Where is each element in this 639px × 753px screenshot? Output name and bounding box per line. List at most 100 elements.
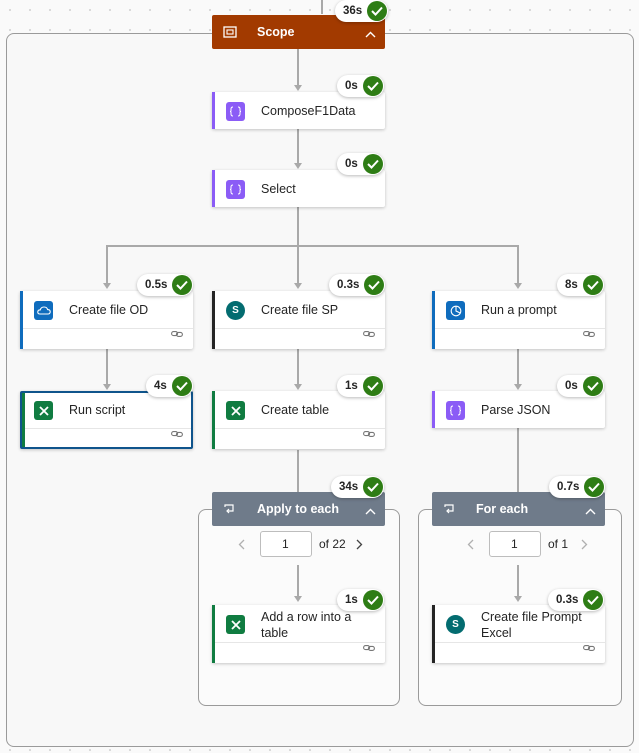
duration-label: 0.3s: [337, 279, 360, 291]
card-title: Create table: [261, 403, 330, 417]
chevron-up-icon[interactable]: [585, 504, 596, 518]
status-badge: 4s: [146, 375, 193, 397]
iteration-input[interactable]: 1: [489, 531, 541, 557]
card-accent: [22, 393, 25, 447]
check-icon: [362, 376, 383, 396]
excel-icon: [226, 615, 245, 634]
connector-line: [517, 428, 519, 492]
card-accent: [20, 291, 23, 349]
status-badge: 0.3s: [548, 589, 605, 611]
loop-title: For each: [476, 502, 529, 516]
status-badge: 1s: [337, 589, 384, 611]
status-badge: 0.3s: [329, 274, 386, 296]
card-divider: [435, 328, 605, 329]
status-badge: 1s: [337, 375, 384, 397]
check-icon: [584, 477, 605, 497]
ai-builder-icon: [446, 301, 465, 320]
connector-line: [517, 245, 519, 283]
card-title: Create file Prompt Excel: [481, 610, 582, 640]
card-accent: [212, 170, 215, 207]
select-card[interactable]: Select: [212, 170, 385, 207]
run-a-prompt-card[interactable]: Run a prompt: [432, 291, 605, 349]
scope-icon: [223, 26, 237, 41]
card-divider: [215, 428, 385, 429]
iteration-total: of 1: [548, 537, 569, 551]
chevron-left-icon[interactable]: [463, 539, 477, 550]
create-file-prompt-excel-card[interactable]: S Create file Prompt Excel: [432, 605, 605, 663]
create-file-sp-card[interactable]: S Create file SP: [212, 291, 385, 349]
check-icon: [583, 590, 604, 610]
duration-label: 8s: [565, 279, 578, 291]
add-row-card[interactable]: Add a row into a table: [212, 605, 385, 663]
card-accent: [432, 605, 435, 663]
chevron-left-icon[interactable]: [234, 539, 248, 550]
connector-line: [106, 349, 108, 384]
chevron-right-icon[interactable]: [353, 539, 367, 550]
iteration-pager: 1 of 1: [463, 531, 591, 557]
compose-card[interactable]: ComposeF1Data: [212, 92, 385, 129]
connector-line: [297, 450, 299, 492]
link-icon[interactable]: [583, 325, 595, 343]
card-divider: [435, 642, 605, 643]
connector-arrow: [103, 384, 111, 390]
link-icon[interactable]: [363, 639, 375, 657]
link-icon[interactable]: [583, 639, 595, 657]
connector-line: [517, 565, 519, 596]
card-title: Parse JSON: [481, 403, 551, 417]
data-operation-icon: [226, 102, 245, 121]
duration-label: 0.7s: [557, 481, 580, 493]
sharepoint-icon: S: [226, 301, 245, 320]
duration-label: 0.5s: [145, 279, 168, 291]
check-icon: [362, 590, 383, 610]
link-icon[interactable]: [171, 325, 183, 343]
status-badge: 36s: [335, 0, 389, 22]
run-script-card[interactable]: Run script: [20, 391, 193, 449]
connector-arrow: [294, 283, 302, 289]
status-badge: 0s: [557, 375, 604, 397]
check-icon: [363, 477, 384, 497]
loop-title: Apply to each: [257, 502, 339, 516]
create-table-card[interactable]: Create table: [212, 391, 385, 449]
card-accent: [432, 291, 435, 349]
apply-to-each-header[interactable]: Apply to each: [212, 492, 385, 526]
connector-line: [297, 49, 299, 85]
connector-arrow: [514, 384, 522, 390]
card-divider: [25, 428, 191, 429]
chevron-up-icon[interactable]: [365, 504, 376, 518]
connector-line: [297, 565, 299, 596]
status-badge: 0s: [337, 75, 384, 97]
connector-line: [106, 245, 108, 283]
chevron-right-icon[interactable]: [577, 539, 591, 550]
connector-arrow: [103, 283, 111, 289]
connector-arrow: [514, 596, 522, 602]
iteration-total: of 22: [319, 537, 346, 551]
connector-line: [297, 245, 299, 283]
check-icon: [582, 275, 603, 295]
scope-title: Scope: [257, 25, 295, 39]
link-icon[interactable]: [363, 425, 375, 443]
duration-label: 36s: [343, 5, 363, 17]
card-title: Add a row into a table: [261, 610, 352, 640]
card-accent: [212, 92, 215, 129]
chevron-up-icon[interactable]: [365, 27, 376, 41]
status-badge: 34s: [331, 476, 385, 498]
data-operation-icon: [446, 401, 465, 420]
check-icon: [364, 275, 385, 295]
create-file-od-card[interactable]: Create file OD: [20, 291, 193, 349]
check-icon: [582, 376, 603, 396]
card-title: Run a prompt: [481, 303, 557, 317]
link-icon[interactable]: [363, 325, 375, 343]
iteration-pager: 1 of 22: [234, 531, 367, 557]
parse-json-card[interactable]: Parse JSON: [432, 391, 605, 428]
status-badge: 0s: [337, 153, 384, 175]
connector-arrow: [294, 163, 302, 169]
duration-label: 34s: [339, 481, 359, 493]
duration-label: 4s: [154, 380, 167, 392]
iteration-input[interactable]: 1: [260, 531, 312, 557]
duration-label: 0s: [345, 158, 358, 170]
link-icon[interactable]: [171, 425, 183, 443]
excel-icon: [34, 401, 53, 420]
loop-icon: [443, 503, 455, 517]
card-title: Select: [261, 182, 296, 196]
connector-arrow: [294, 85, 302, 91]
